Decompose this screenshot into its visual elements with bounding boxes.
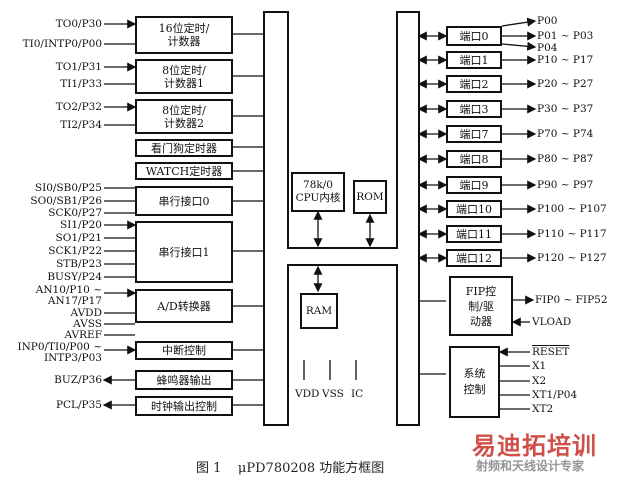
pin-x2: X2	[532, 375, 547, 387]
cpu-core-block: 78k/0 CPU内核	[291, 172, 345, 212]
pin-p10-p17: P10 ~ P17	[537, 54, 594, 66]
system-control-block: 系统 控制	[449, 346, 500, 418]
pin-p100-p107: P100 ~ P107	[537, 203, 607, 215]
pin-so1: SO1/P21	[55, 232, 102, 244]
pin-stb: STB/P23	[56, 258, 102, 270]
port-11-block: 端口11	[446, 225, 502, 243]
pin-p90-p97: P90 ~ P97	[537, 179, 594, 191]
port-10-block: 端口10	[446, 200, 502, 218]
port-1-block: 端口1	[446, 51, 502, 69]
pin-x1: X1	[532, 360, 547, 372]
timer8-1-block: 8位定时/ 计数器1	[135, 59, 233, 94]
pin-busy: BUSY/P24	[47, 271, 102, 283]
watermark-tagline: 射频和天线设计专家	[476, 459, 585, 473]
pin-ti0: TI0/INTP0/P00	[22, 38, 102, 50]
rom-block: ROM	[353, 180, 387, 214]
ic-label: IC	[351, 388, 364, 400]
figure-caption: 图 1 μPD780208 功能方框图	[196, 461, 385, 476]
port-3-block: 端口3	[446, 100, 502, 118]
serial1-block: 串行接口1	[135, 221, 233, 283]
pin-so0: SO0/SB1/P26	[30, 195, 102, 207]
pin-p70-p74: P70 ~ P74	[537, 128, 594, 140]
port-8-block: 端口8	[446, 150, 502, 168]
watermark-brand: 易迪拓培训	[472, 432, 597, 460]
pin-intp0: INP0/TI0/P00 ~	[17, 341, 102, 353]
pin-avss: AVSS	[73, 318, 102, 330]
pin-ti1: TI1/P33	[60, 78, 102, 90]
pin-p80-p87: P80 ~ P87	[537, 153, 594, 165]
pin-an10: AN10/P10 ~	[35, 284, 102, 296]
port-2-block: 端口2	[446, 75, 502, 93]
pin-avref: AVREF	[64, 329, 103, 341]
interrupt-block: 中断控制	[135, 341, 233, 360]
watermark: 易迪拓培训 射频和天线设计专家	[472, 426, 627, 476]
pin-intp3: INTP3/P03	[43, 352, 102, 364]
port-12-block: 端口12	[446, 249, 502, 267]
pin-reset: RESET	[532, 346, 570, 358]
pin-ti2: TI2/P34	[60, 119, 102, 131]
pin-pcl: PCL/P35	[55, 399, 102, 411]
buzzer-block: 蜂鸣器输出	[135, 370, 233, 390]
watchdog-block: 看门狗定时器	[135, 139, 233, 157]
pin-p20-p27: P20 ~ P27	[537, 78, 594, 90]
timer8-2-block: 8位定时/ 计数器2	[135, 99, 233, 134]
pin-p04: P04	[537, 42, 558, 54]
pin-buz: BUZ/P36	[54, 374, 102, 386]
pin-to0: TO0/P30	[55, 18, 102, 30]
pin-xt1: XT1/P04	[532, 389, 578, 401]
pin-p120-p127: P120 ~ P127	[537, 252, 607, 264]
pin-p30-p37: P30 ~ P37	[537, 103, 594, 115]
vss-label: VSS	[322, 388, 344, 400]
timer16-block: 16位定时/ 计数器	[135, 16, 233, 54]
pin-fip: FIP0 ~ FIP52	[535, 294, 608, 306]
pin-si0: SI0/SB0/P25	[34, 182, 102, 194]
pin-p110-p117: P110 ~ P117	[537, 228, 607, 240]
pin-avdd: AVDD	[70, 307, 102, 319]
port-0-block: 端口0	[446, 26, 502, 46]
port-7-block: 端口7	[446, 125, 502, 143]
pin-xt2: XT2	[532, 403, 554, 415]
vdd-label: VDD	[295, 388, 320, 400]
serial0-block: 串行接口0	[135, 186, 233, 216]
pin-si1: SI1/P20	[60, 219, 102, 231]
pin-to1: TO1/P31	[55, 61, 102, 73]
pin-sck0: SCK0/P27	[48, 207, 102, 219]
ram-block: RAM	[300, 293, 338, 329]
clock-out-block: 时钟输出控制	[135, 396, 233, 416]
pin-p00: P00	[537, 15, 558, 27]
pin-vload: VLOAD	[532, 316, 572, 328]
pin-an17: AN17/P17	[47, 295, 102, 307]
pin-to2: TO2/P32	[55, 101, 102, 113]
watch-timer-block: WATCH定时器	[135, 162, 233, 180]
adc-block: A/D转换器	[135, 289, 233, 323]
pin-p01-p03: P01 ~ P03	[537, 30, 594, 42]
fip-driver-block: FIP控 制/驱 动器	[449, 276, 513, 336]
pin-sck1: SCK1/P22	[48, 245, 102, 257]
port-9-block: 端口9	[446, 176, 502, 194]
